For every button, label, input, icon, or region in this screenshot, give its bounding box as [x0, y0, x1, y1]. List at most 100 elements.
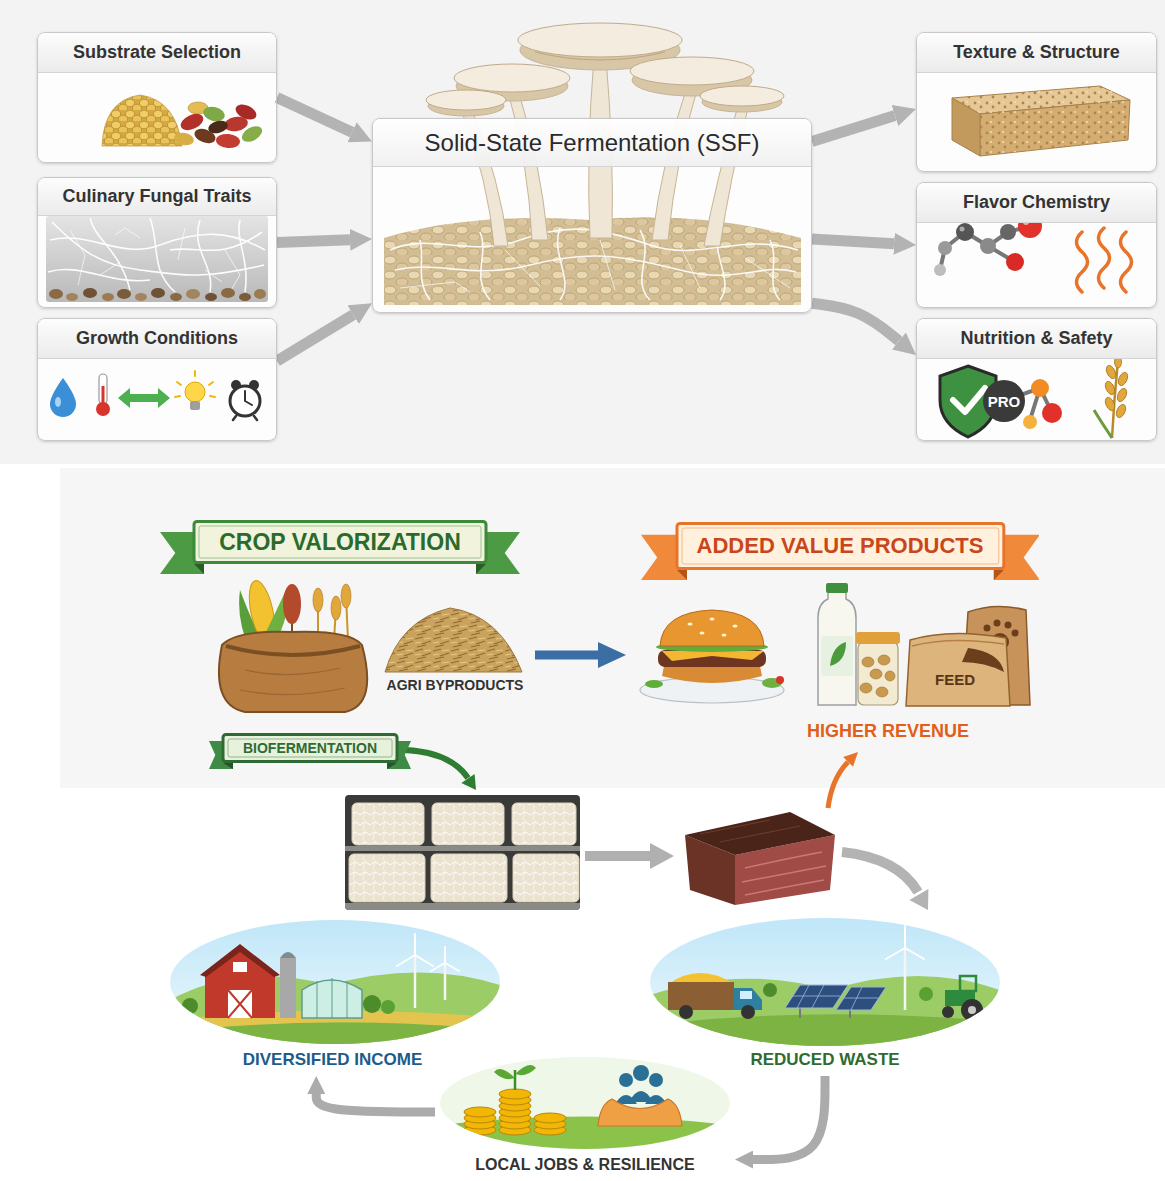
- farm-scene: [200, 944, 280, 977]
- card-heading: Flavor Chemistry: [917, 183, 1156, 223]
- farm-scene: [182, 998, 198, 1014]
- bean-pile: [202, 104, 227, 123]
- landscape-scene: [960, 976, 976, 991]
- fermentation-bed: [558, 228, 565, 300]
- feed-bags: [1012, 630, 1019, 637]
- burger-plate: [662, 666, 762, 683]
- community-scene: [534, 1113, 566, 1123]
- grow-blocks: [345, 795, 580, 910]
- fermentation-bed: [505, 250, 540, 286]
- condition-icons: [99, 374, 107, 404]
- community-scene: [440, 1057, 730, 1152]
- landscape-scene: [785, 985, 848, 1008]
- scene-caption: LOCAL JOBS & RESILIENCE: [475, 1155, 694, 1174]
- ribbon-tail: [223, 763, 233, 769]
- mycelium-network: [135, 293, 147, 301]
- farm-scene: [170, 1022, 500, 1050]
- bottle-jar: [858, 642, 898, 705]
- bean-pile: [192, 126, 217, 146]
- burger-plate: [645, 680, 663, 688]
- flow-arrow: [812, 303, 899, 341]
- banner-ribbon: ADDED VALUE PRODUCTS: [641, 522, 1040, 580]
- landscape-scene: [679, 1005, 693, 1019]
- burger-plate: [660, 610, 764, 646]
- mycelium-network: [186, 289, 200, 299]
- fermentation-bed: [390, 228, 798, 300]
- mycelium-network: [198, 220, 211, 292]
- panel-ground: [0, 0, 1165, 464]
- farm-scene: [381, 1000, 395, 1014]
- bottle-jar: [862, 657, 874, 667]
- mycelium-network: [205, 270, 222, 282]
- landscape-scene: [886, 926, 924, 959]
- bottle-jar: [856, 632, 900, 644]
- molecule-icon: [956, 223, 974, 241]
- community-scene: [619, 1073, 633, 1087]
- card-fill: [37, 32, 1157, 441]
- mycelium-network: [46, 216, 268, 302]
- landscape-scene: [650, 976, 1000, 1050]
- part-label: AGRI BYPRODUCTS: [387, 677, 524, 693]
- landscape-scene: [942, 1006, 954, 1018]
- card-fill: [37, 318, 277, 441]
- safety-icons: [940, 356, 1130, 438]
- input-card: Substrate Selection: [37, 32, 277, 163]
- safety-icons: [1116, 371, 1129, 387]
- scene-panel: REDUCED WASTE: [650, 912, 1000, 1076]
- feed-bags: [1005, 622, 1012, 629]
- community-scene: [464, 1089, 566, 1135]
- flow-arrow: [812, 116, 895, 142]
- safety-icons: [1114, 403, 1127, 419]
- flow-arrow-art: [535, 642, 626, 668]
- icon-label: PRO: [988, 393, 1021, 410]
- mycelium-network: [117, 289, 131, 299]
- landscape-scene: [968, 1006, 976, 1014]
- mycelium-network: [52, 222, 264, 275]
- label-anchor: FEED: [935, 671, 975, 688]
- burger-plate: [640, 610, 784, 703]
- benefit-label: HIGHER REVENUE: [807, 721, 969, 742]
- feed-bags: [906, 633, 1010, 706]
- mycelium-network: [239, 293, 251, 301]
- ribbon-tail: [387, 763, 397, 769]
- flow-arrow-art: [828, 752, 928, 910]
- mycelium-network: [221, 288, 235, 298]
- crop-sack: [331, 596, 341, 620]
- safety-icons: [1023, 415, 1037, 429]
- input-card: Culinary Fungal Traits: [37, 177, 277, 308]
- flow-arrow-art: [842, 852, 918, 892]
- flow-arrow-art: [461, 774, 476, 790]
- grow-blocks: [431, 854, 507, 902]
- farm-scene: [415, 955, 445, 1008]
- bottle-jar: [830, 642, 846, 666]
- flow-arrow-art: [909, 889, 928, 910]
- banner-ribbon: BIOFERMENTATION: [209, 733, 411, 769]
- mycelium-network: [170, 293, 182, 301]
- crop-sack: [240, 668, 345, 695]
- label-anchor: PRO: [988, 393, 1021, 410]
- aroma-waves: [1121, 232, 1132, 292]
- flow-arrow: [277, 98, 352, 133]
- banner-ribbon: CROP VALORIZATION: [160, 520, 520, 574]
- mycelium-network: [254, 289, 266, 299]
- condition-icons: [96, 402, 110, 416]
- meat-block: [685, 812, 835, 905]
- burger-plate: [662, 651, 764, 661]
- card-fill: [916, 182, 1157, 308]
- safety-icons: [983, 380, 1025, 422]
- mycelium-network: [178, 228, 185, 260]
- bottle-jar: [826, 583, 848, 593]
- bottle-jar: [818, 592, 856, 705]
- meat-block: [742, 852, 826, 895]
- mycelium-network: [49, 289, 63, 299]
- burger-plate: [733, 625, 738, 628]
- process-title: Solid-State Fermentation (SSF): [373, 119, 811, 167]
- card-heading: Nutrition & Safety: [917, 319, 1156, 359]
- grow-blocks: [349, 854, 425, 902]
- flow-arrow-art: [585, 851, 652, 861]
- mushroom-cluster: [426, 90, 506, 110]
- safety-icons: [953, 388, 985, 412]
- bottle-jar: [860, 655, 895, 697]
- mycelium-network: [151, 288, 165, 298]
